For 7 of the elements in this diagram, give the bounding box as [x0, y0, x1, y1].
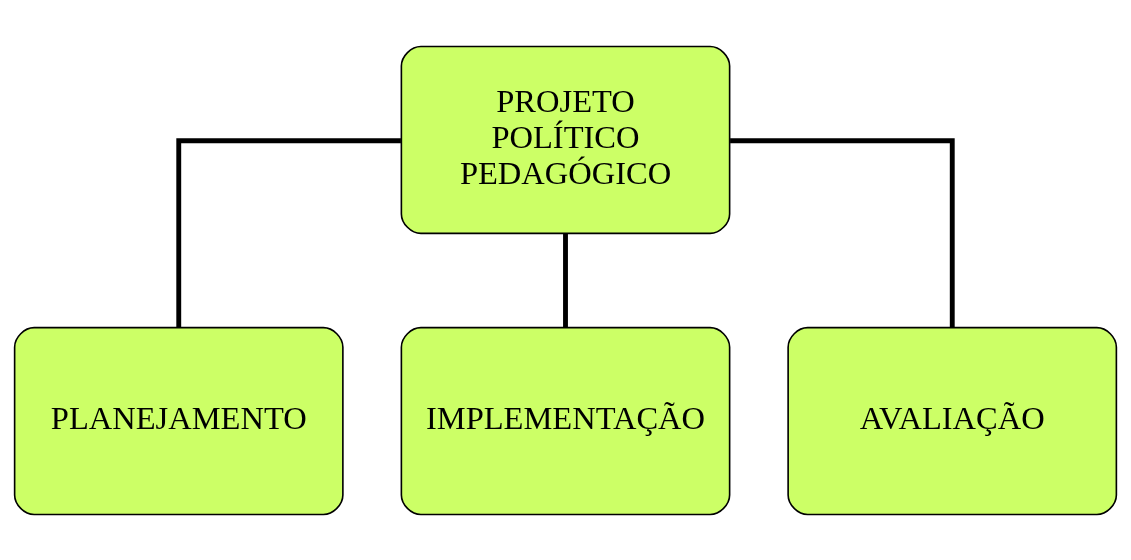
node-box: AVALIAÇÃO	[787, 326, 1118, 515]
connector	[563, 233, 568, 327]
connector	[176, 137, 401, 327]
node-box: PROJETO POLÍTICO PEDAGÓGICO	[400, 45, 731, 234]
connector	[730, 137, 955, 327]
node-box: PLANEJAMENTO	[13, 326, 344, 515]
node-box: IMPLEMENTAÇÃO	[400, 326, 731, 515]
